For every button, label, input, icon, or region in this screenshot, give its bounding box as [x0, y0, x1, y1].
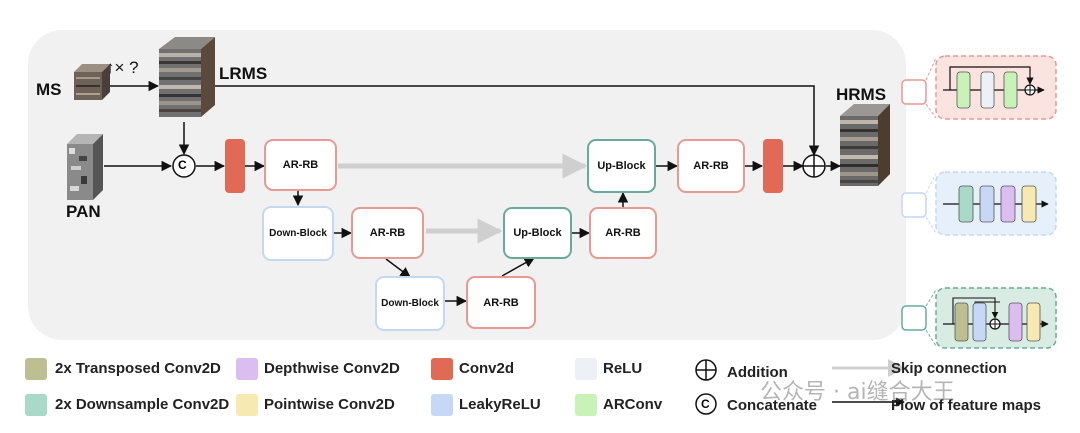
up-block-2: Up-Block	[503, 207, 572, 259]
ms-label: MS	[36, 80, 62, 99]
conv2d-output-bar	[763, 139, 783, 193]
legend-label-transposed: 2x Transposed Conv2D	[55, 360, 221, 377]
ar-rb-block-4: AR-RB	[589, 207, 657, 259]
up-block-detail-panel	[901, 287, 1057, 349]
hrms-image-cube	[840, 104, 890, 186]
hrms-label: HRMS	[836, 85, 887, 104]
pan-label: PAN	[66, 202, 101, 221]
concat-icon	[172, 154, 196, 178]
legend-swatch-arconv	[575, 394, 597, 416]
ar-rb-block-1: AR-RB	[264, 139, 337, 191]
legend-swatch-conv2d	[431, 358, 453, 380]
legend-label-pointwise: Pointwise Conv2D	[264, 396, 395, 413]
legend-label-depthwise: Depthwise Conv2D	[264, 360, 400, 377]
concat-legend-symbol: C	[701, 397, 710, 411]
upscale-label: ↑× ?	[106, 58, 139, 77]
legend-label-leakyrelu: LeakyReLU	[459, 396, 541, 413]
legend-label-conv2d: Conv2d	[459, 360, 515, 377]
arrb-detail-panel	[901, 55, 1057, 120]
pan-image	[67, 134, 103, 200]
ms-image-cube	[74, 64, 110, 100]
ar-rb-block-5: AR-RB	[677, 139, 745, 193]
ar-rb-block-3: AR-RB	[466, 276, 536, 329]
conv2d-input-bar	[225, 139, 245, 193]
legend-label-relu: ReLU	[603, 360, 643, 377]
addition-icon	[802, 154, 826, 178]
legend-label-skip: Skip connection	[891, 360, 1007, 377]
legend-label-flow: Flow of feature maps	[891, 397, 1042, 414]
submodule-panels	[901, 55, 1057, 349]
legend-label-addition: Addition	[727, 364, 788, 381]
down-block-1: Down-Block	[262, 206, 334, 261]
legend-swatch-depthwise	[236, 358, 258, 380]
concat-symbol: C	[178, 158, 187, 172]
arrow-lrms-add	[210, 85, 820, 157]
legend-swatch-leakyrelu	[431, 394, 453, 416]
legend-label-concatenate: Concatenate	[727, 397, 818, 414]
lrms-image-cube	[159, 37, 215, 117]
arrow-arrb3-up2	[501, 257, 535, 277]
legend-swatch-pointwise	[236, 394, 258, 416]
ar-rb-block-2: AR-RB	[351, 207, 424, 259]
legend-swatch-transposed	[25, 358, 47, 380]
arrow-arrb2-down2	[385, 258, 411, 278]
lrms-label: LRMS	[219, 64, 268, 83]
addition-legend-icon	[695, 359, 717, 381]
symbol-legend-icons	[695, 359, 906, 415]
concatenate-legend-icon	[695, 393, 717, 415]
down-block-detail-panel	[901, 171, 1057, 236]
legend-label-downsample: 2x Downsample Conv2D	[55, 396, 230, 413]
legend-swatch-downsample	[25, 394, 47, 416]
watermark-text: 公众号 · ai缝合大王	[760, 380, 955, 405]
legend-label-arconv: ARConv	[603, 396, 663, 413]
legend-swatch-relu	[575, 358, 597, 380]
down-block-2: Down-Block	[375, 276, 445, 331]
up-block-1: Up-Block	[587, 139, 656, 193]
